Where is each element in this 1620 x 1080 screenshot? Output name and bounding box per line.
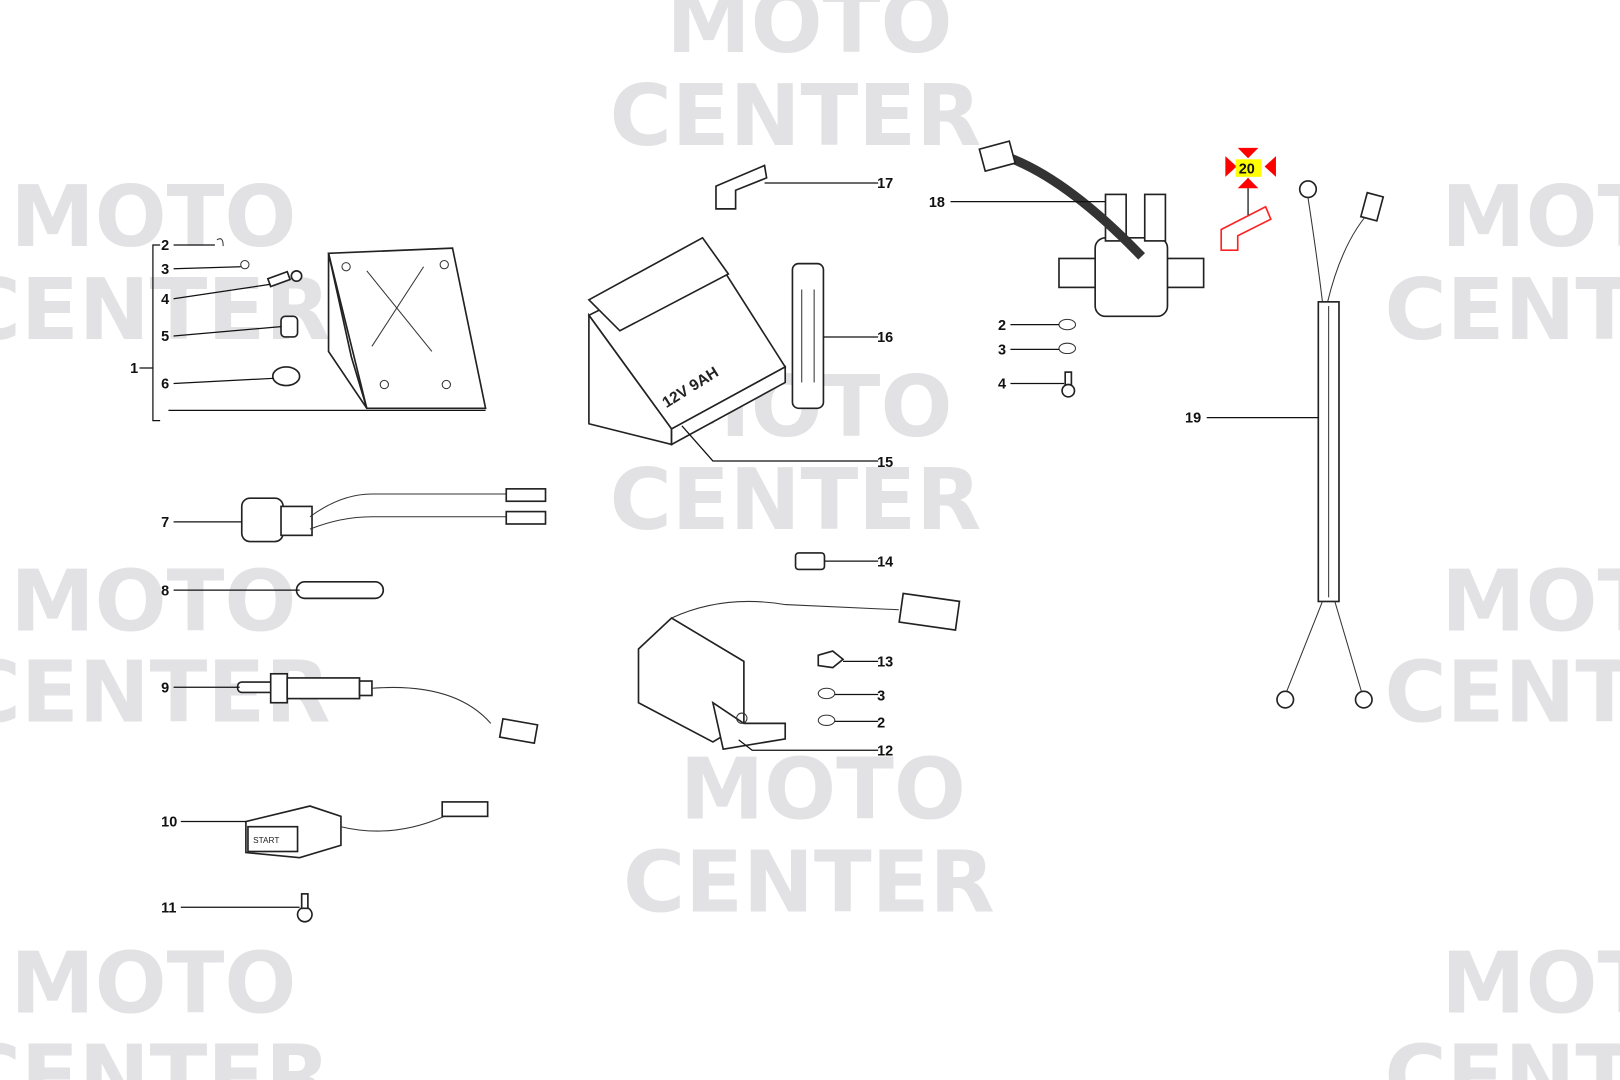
marker-arrow-icon	[1225, 156, 1237, 177]
watermark-text: CENTER	[610, 66, 982, 165]
washer-part[interactable]	[1058, 318, 1077, 331]
watermark-text: CENTER	[0, 1027, 330, 1080]
connector-part[interactable]	[715, 164, 768, 210]
washer-part[interactable]	[817, 714, 836, 726]
marker-arrow-icon	[1237, 147, 1259, 159]
callout-label[interactable]: 13	[877, 655, 893, 671]
callout-label[interactable]: 3	[161, 262, 169, 278]
battery-tray-part[interactable]	[327, 247, 487, 410]
battery-part[interactable]: 12V 9AH	[587, 236, 787, 446]
watermark-text: CENTER	[1384, 642, 1620, 741]
selected-highlight	[1235, 159, 1262, 177]
watermark-text: MOTO	[1441, 934, 1620, 1033]
clip-part[interactable]	[794, 552, 826, 571]
callout-label[interactable]: 8	[161, 583, 169, 599]
watermark-text: CENTER	[1384, 260, 1620, 359]
lock-washer-part[interactable]	[1058, 342, 1077, 355]
marker-arrow-icon	[1237, 177, 1259, 189]
marker-arrow-icon	[1264, 156, 1276, 177]
watermark-text: CENTER	[610, 450, 982, 549]
callout-label[interactable]: 17	[877, 176, 893, 192]
switch-part[interactable]	[240, 488, 547, 543]
washer-part[interactable]	[216, 238, 224, 247]
watermark-text: MOTO	[10, 551, 296, 650]
nut-part[interactable]	[817, 650, 845, 669]
regulator-part[interactable]	[637, 592, 961, 751]
screw-part[interactable]	[1061, 371, 1076, 398]
callout-label[interactable]: 11	[161, 900, 176, 916]
watermark-text: MOTO	[1441, 551, 1620, 650]
starter-relay-part[interactable]	[978, 140, 1205, 318]
callout-label[interactable]: 6	[161, 377, 169, 393]
callout-label[interactable]: 2	[998, 318, 1006, 334]
grommet-part[interactable]	[280, 315, 299, 338]
callout-labels: 1 2 3 4 5 6 7 8 9 10 11 12 13 3 2 14 15 …	[130, 176, 1201, 916]
callout-label[interactable]: 10	[161, 815, 177, 831]
callout-label[interactable]: 16	[877, 330, 893, 346]
fuse-part[interactable]	[295, 581, 385, 600]
watermark-text: MOTO	[666, 0, 952, 72]
selected-callout-label[interactable]: 20	[1239, 162, 1255, 178]
callout-label[interactable]: 15	[877, 455, 893, 471]
leader-lines	[139, 177, 1319, 908]
screw-part[interactable]	[266, 270, 303, 288]
battery-cable-part[interactable]	[1276, 180, 1385, 709]
watermark-text: CENTER	[1384, 1027, 1620, 1080]
watermark-text: MOTO	[1441, 167, 1620, 266]
callout-label[interactable]: 3	[877, 689, 885, 705]
callout-label[interactable]: 4	[998, 377, 1006, 393]
callout-label[interactable]: 1	[130, 361, 138, 377]
callout-label[interactable]: 18	[929, 195, 945, 211]
lock-washer-part[interactable]	[817, 687, 836, 700]
watermark-text: MOTO	[680, 739, 966, 838]
watermark-text: CENTER	[623, 832, 995, 931]
lock-washer-part[interactable]	[240, 260, 250, 270]
screw-part[interactable]	[296, 893, 313, 923]
selected-connector-part[interactable]	[1220, 205, 1272, 252]
selected-callout[interactable]: 20	[1225, 147, 1276, 189]
sensor-part[interactable]	[236, 672, 539, 745]
callout-label[interactable]: 3	[998, 343, 1006, 359]
rubber-pad-part[interactable]	[271, 366, 301, 387]
callout-label[interactable]: 2	[161, 238, 169, 254]
callout-label[interactable]: 19	[1185, 411, 1201, 427]
start-button-part[interactable]: START	[245, 801, 489, 859]
callout-label[interactable]: 14	[877, 554, 893, 570]
callout-label[interactable]: 2	[877, 716, 885, 732]
callout-label[interactable]: 4	[161, 292, 169, 308]
callout-label[interactable]: 7	[161, 515, 169, 531]
start-label: START	[253, 836, 279, 845]
callout-label[interactable]: 5	[161, 329, 169, 345]
watermark-text: MOTO	[10, 934, 296, 1033]
fuse-holder-part[interactable]	[791, 262, 825, 410]
callout-label[interactable]: 9	[161, 680, 169, 696]
callout-label[interactable]: 12	[877, 743, 893, 759]
